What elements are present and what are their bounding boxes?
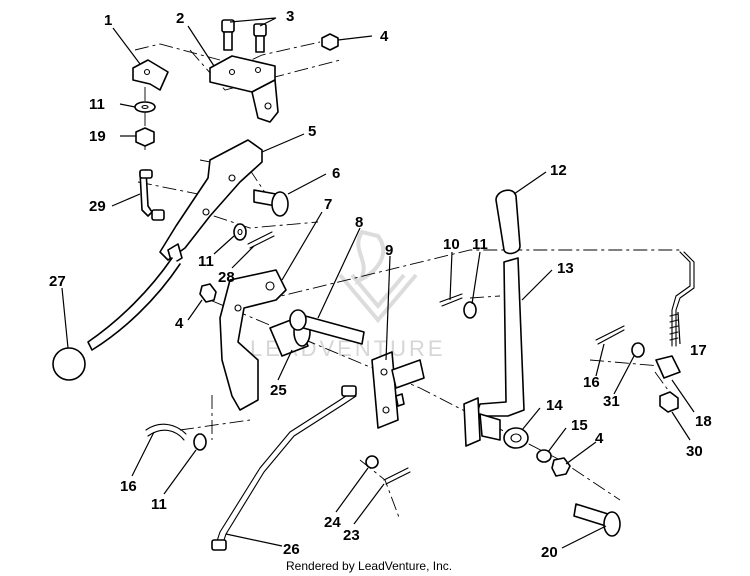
ferrule-part-18 [655,355,681,379]
bolts-part-3 [221,19,267,53]
bolt-part-8 [289,309,365,345]
callout-6: 6 [332,165,340,182]
washer-part-11-bottom [193,433,207,451]
callout-28: 28 [218,269,235,286]
callout-16-left: 16 [120,478,137,495]
callout-23: 23 [343,527,360,544]
washer-part-15 [536,449,552,463]
rod-part-26 [211,385,357,551]
callout-15: 15 [571,417,588,434]
cotter-pin-part-28 [247,231,275,249]
knob-part-27 [52,347,86,381]
callout-17: 17 [690,342,707,359]
callout-9: 9 [385,242,393,259]
bracket-part-7 [219,269,287,411]
shift-lever-part-13 [463,257,525,447]
cotter-pin-part-23 [383,467,411,485]
nut-part-19 [135,127,155,147]
handle-grip-part-12 [495,189,521,255]
callout-11-bottom: 11 [151,496,167,513]
callout-2: 2 [176,10,184,27]
callout-11-right: 11 [472,236,488,253]
footer-credit: Rendered by LeadVenture, Inc. [286,559,452,573]
nut-part-4-top [321,33,339,51]
callout-20: 20 [541,544,558,561]
callout-11-mid: 11 [198,253,214,270]
callout-27: 27 [49,273,66,290]
callout-14: 14 [546,397,563,414]
callout-24: 24 [324,514,341,531]
callout-10: 10 [443,236,460,253]
washer-part-11-mid [233,223,247,241]
assembly-centerlines [134,41,680,521]
callout-19: 19 [89,128,106,145]
nut-part-30 [659,391,679,413]
callout-25: 25 [270,382,287,399]
nut-part-4-right [551,457,571,477]
link-part-29 [139,169,165,221]
hairpin-part-10 [439,293,463,307]
callout-16-right: 16 [583,374,600,391]
callout-7: 7 [324,196,332,213]
callout-13: 13 [557,260,574,277]
shoulder-bolt-part-6 [253,189,289,217]
washer-part-11-top [134,101,156,113]
callout-leaders [61,17,695,549]
washer-part-24 [365,455,379,469]
lift-arm-part-5 [87,139,263,351]
callout-18: 18 [695,413,712,430]
hairpin-part-16-right [595,325,625,345]
callout-4-right: 4 [595,430,604,447]
callout-11-top: 11 [89,96,105,113]
callout-4-top: 4 [380,28,389,45]
clip-part-1 [132,59,169,91]
bolt-part-20 [573,503,621,537]
bushing-part-14 [503,427,529,449]
rod-part-17 [669,251,695,347]
watermark-logo [338,229,418,324]
callout-31: 31 [603,393,620,410]
bracket-part-2 [209,55,279,123]
callout-12: 12 [550,162,567,179]
callout-26: 26 [283,541,300,558]
washer-part-31 [631,342,645,358]
callout-5: 5 [308,123,316,140]
callout-1: 1 [104,12,112,29]
callout-29: 29 [89,198,106,215]
callout-30: 30 [686,443,703,460]
nut-part-4-mid [199,283,217,303]
washer-part-11-right [463,301,477,319]
callout-8: 8 [355,214,363,231]
callout-3: 3 [286,8,294,25]
hairpin-part-16-left [145,423,187,441]
callout-4-mid: 4 [175,315,184,332]
plate-part-9 [371,351,425,429]
